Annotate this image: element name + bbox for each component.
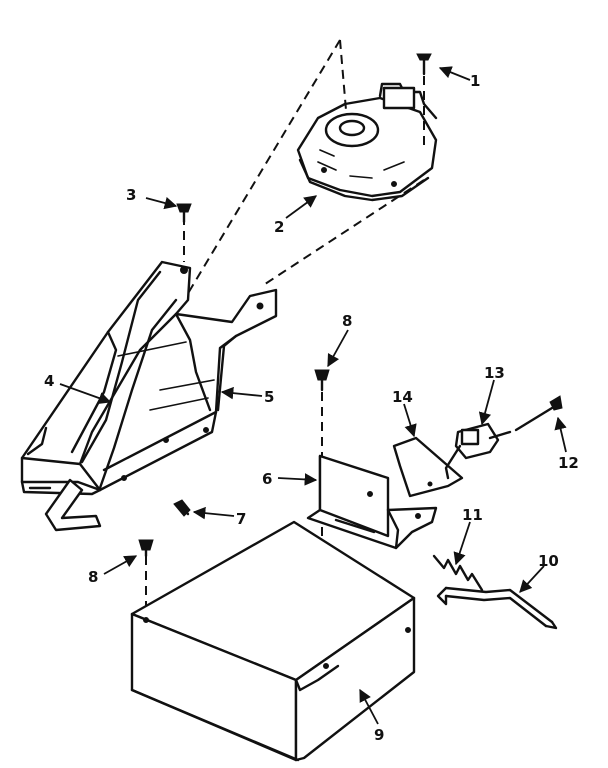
screw-part-8-lower [138,539,154,558]
callout-3: 3 [126,186,136,204]
rod-part [436,586,558,630]
screw-part-3 [176,203,192,224]
callout-13: 13 [484,364,505,382]
switch-plate-part [392,436,464,498]
callout-2: 2 [274,218,284,236]
screw-part-1 [416,53,432,76]
spring-part [432,554,484,592]
callout-5: 5 [264,388,274,406]
callout-9: 9 [374,726,384,744]
callout-14: 14 [392,388,413,406]
screw-part-8-upper [314,369,330,392]
callout-8-lower: 8 [88,568,98,586]
callout-7: 7 [236,510,246,528]
callout-6: 6 [262,470,272,488]
callout-12: 12 [558,454,579,472]
callout-1: 1 [470,72,480,90]
callout-11: 11 [462,506,483,524]
mounting-plate-part [306,454,438,550]
callout-10: 10 [538,552,559,570]
switch-part [444,422,512,480]
screw-part-7 [173,499,191,517]
bracket-assembly-part [20,260,278,532]
screw-part-12 [514,395,563,432]
callout-leaders [59,66,567,725]
motor-assembly-part [296,82,438,202]
callout-8-upper: 8 [342,312,352,330]
base-tray-part [130,520,416,762]
callout-4: 4 [44,372,54,390]
